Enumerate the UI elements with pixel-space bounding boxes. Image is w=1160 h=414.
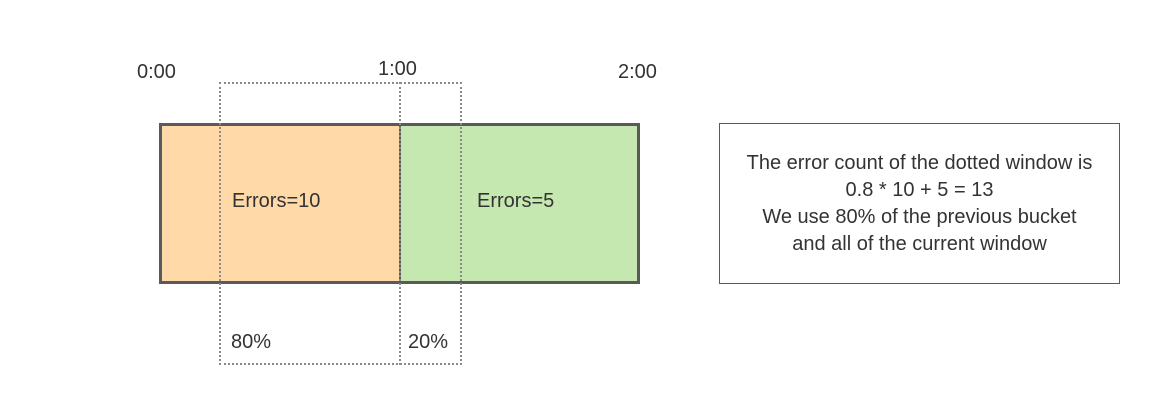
- sliding-window-outline: [219, 82, 462, 365]
- explanation-line: and all of the current window: [792, 232, 1047, 255]
- previous-bucket-label: Errors=10: [232, 190, 321, 212]
- time-label-end: 2:00: [618, 61, 657, 83]
- time-label-start: 0:00: [137, 61, 176, 83]
- explanation-line: 0.8 * 10 + 5 = 13: [845, 178, 994, 201]
- explanation-line: We use 80% of the previous bucket: [762, 205, 1077, 228]
- explanation-box: The error count of the dotted window is …: [719, 123, 1120, 284]
- explanation-line: The error count of the dotted window is: [746, 151, 1093, 174]
- window-divider: [399, 82, 401, 365]
- current-share-label: 20%: [408, 331, 449, 353]
- current-bucket-label: Errors=5: [477, 190, 555, 212]
- previous-share-label: 80%: [231, 331, 272, 353]
- previous-bucket: Errors=10: [159, 123, 401, 284]
- time-label-middle: 1:00: [378, 58, 417, 80]
